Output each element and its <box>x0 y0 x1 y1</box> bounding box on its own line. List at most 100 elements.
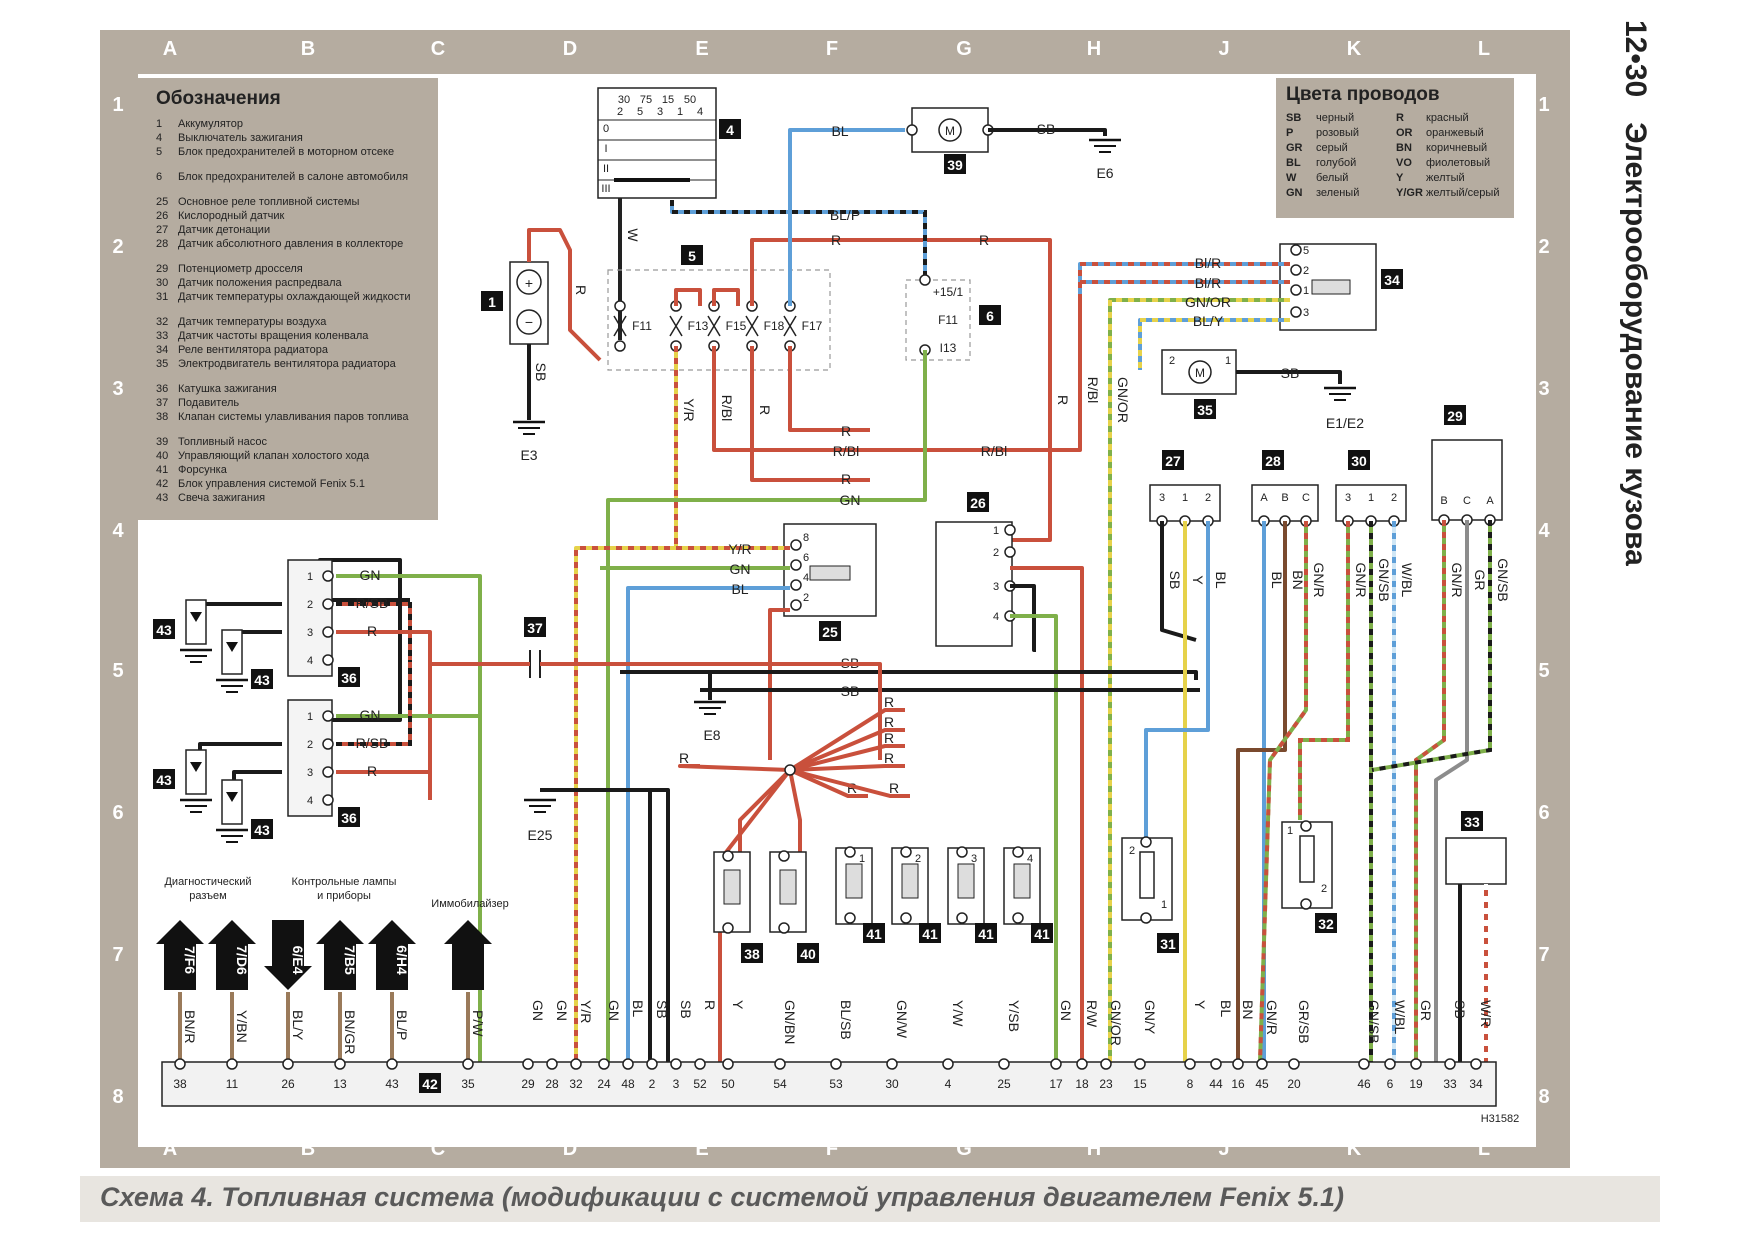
wire-r-bundle <box>789 728 905 772</box>
sensor32-pin-dot <box>1300 898 1312 910</box>
fuse-box6-label: F11 <box>938 313 958 327</box>
wire-label-r36: R <box>367 763 377 779</box>
injector-pin-label: 2 <box>915 853 921 865</box>
ecu-wire-label: SB <box>1452 1000 1468 1019</box>
ecu-pin <box>1184 1058 1196 1070</box>
ecu-pin-label: 32 <box>569 1077 583 1091</box>
motor35-pin: 1 <box>1225 355 1231 367</box>
wire-label-r-top1: R <box>831 232 841 248</box>
wire-label-r-bundle: R <box>889 780 899 796</box>
tag-36-box <box>338 667 360 687</box>
valve-pin <box>778 850 790 862</box>
wire-label-gn36: GN <box>360 567 381 583</box>
ecu-pin <box>694 1058 706 1070</box>
wire-label-yr-h: Y/R <box>728 541 751 557</box>
wire-label-rbl: R/Bl <box>719 395 735 421</box>
ecu-pin-label: 38 <box>173 1077 187 1091</box>
tag-38-box <box>741 943 763 963</box>
spark-plug-arrow-icon <box>226 792 238 802</box>
legend-item-number: 1 <box>156 118 163 130</box>
ecu-wire-label: SB <box>678 1000 694 1019</box>
wire-color-name: коричневый <box>1426 142 1488 154</box>
ecu-wire-label: GN <box>530 1000 546 1021</box>
ecu-wire-label: GN <box>606 1000 622 1021</box>
valve-pin <box>722 850 734 862</box>
ecu-wire-label: GR <box>1418 1000 1434 1021</box>
tag-35-box <box>1194 399 1216 419</box>
injector-pin-label: 1 <box>859 853 865 865</box>
arrow-wire-label: BL/Y <box>290 1010 306 1041</box>
coil36-pin-label: 1 <box>307 711 313 723</box>
legend-item-text: Датчик детонации <box>178 224 271 236</box>
row-header: 7 <box>112 944 124 966</box>
relay25-pin-label: 6 <box>803 552 809 564</box>
ecu-pin-label: 16 <box>1231 1077 1245 1091</box>
tag-40-box <box>797 943 819 963</box>
wire-r-battery <box>527 228 602 362</box>
fuse-terminal <box>614 300 626 312</box>
legend-item-number: 29 <box>156 263 169 275</box>
ecu-pin-label: 8 <box>1187 1077 1194 1091</box>
ecu-pin-label: 48 <box>621 1077 635 1091</box>
legend-item-number: 34 <box>156 344 169 356</box>
wire-fuse-link <box>674 288 702 306</box>
ecu-wire-label: GR/SB <box>1296 1000 1312 1044</box>
wire-gnr29 <box>1414 520 1446 1062</box>
wire-r-bundle <box>789 764 905 772</box>
tag-41-box <box>863 923 885 943</box>
valve-coil-icon <box>779 869 797 905</box>
tag-41: 41 <box>1034 926 1050 942</box>
ecu-pin <box>174 1058 186 1070</box>
injector-coil-icon <box>845 863 863 899</box>
sensor-pin-label: 3 <box>1159 492 1165 504</box>
ignition-switch-header: 15 <box>662 94 674 106</box>
wire-r-bundle <box>678 764 791 772</box>
arrow-wire-label: BN/GR <box>342 1010 358 1054</box>
wire-label-r-bundle: R <box>884 750 894 766</box>
ecu-pin-label: 2 <box>649 1077 656 1091</box>
tag-42: 42 <box>422 1076 438 1092</box>
wire-label-blr1: Bl/R <box>1195 255 1221 271</box>
fuse-box-5 <box>607 269 831 371</box>
wire-gr29 <box>1434 520 1469 1062</box>
thermistor-icon <box>1299 835 1315 883</box>
injector-coil-icon <box>957 863 975 899</box>
wire-sb-e8 <box>620 670 712 700</box>
ecu-pin-label: 35 <box>461 1077 475 1091</box>
connector-arrow-icon <box>368 920 416 990</box>
wire-label-blr2: Bl/R <box>1195 275 1221 291</box>
wire-rw26 <box>1010 566 1084 1062</box>
wire-coil-plug <box>198 602 282 620</box>
legend-item-text: Выключатель зажигания <box>178 132 303 144</box>
fuse-icon <box>745 315 759 337</box>
wire-label-rbl-v2: R/Bl <box>1085 377 1101 403</box>
column-header: G <box>956 1138 972 1160</box>
wire-label-bly: BL/Y <box>1193 313 1224 329</box>
wire-label-sb-h2: SB <box>841 683 860 699</box>
wire-color-name: красный <box>1426 112 1469 124</box>
relay25-pin <box>790 599 802 611</box>
ecu-wire-label: GN/BN <box>782 1000 798 1044</box>
ecu-pin <box>334 1058 346 1070</box>
ecu-pin-label: 23 <box>1099 1077 1113 1091</box>
tag-26: 26 <box>970 495 986 511</box>
ground-label-e1e2: E1/E2 <box>1326 415 1364 431</box>
tag-43: 43 <box>254 672 270 688</box>
sensor-pin-label: 1 <box>1182 492 1188 504</box>
arrow-label: 7/B5 <box>342 945 358 975</box>
tag-41: 41 <box>978 926 994 942</box>
legend-item-number: 31 <box>156 291 169 303</box>
tag-31-box <box>1157 933 1179 953</box>
legend-item-text: Катушка зажигания <box>178 383 277 395</box>
wire-label-wbl30: W/BL <box>1399 563 1415 597</box>
coil36-pin <box>322 710 334 722</box>
ignition-switch-position: I <box>604 143 607 155</box>
sensor26-box <box>935 521 1013 647</box>
